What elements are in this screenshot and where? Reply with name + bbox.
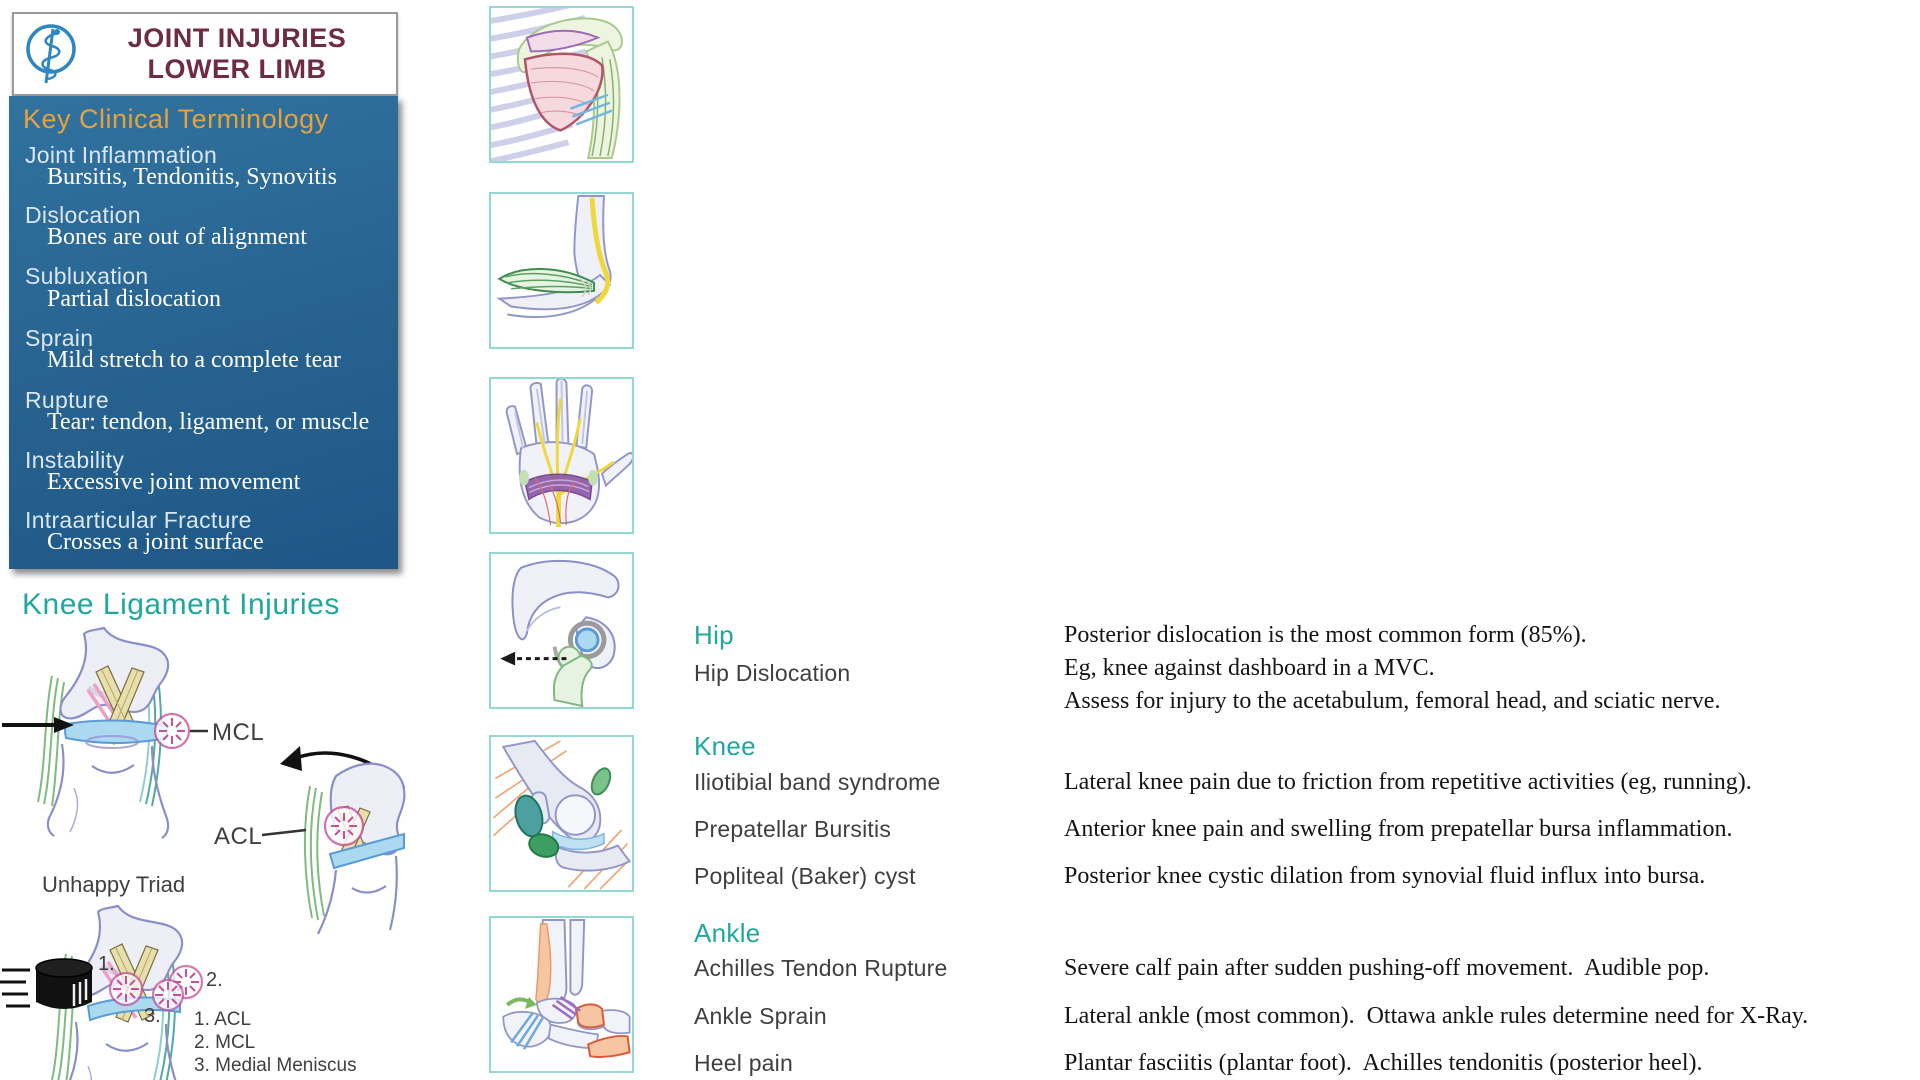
row-label-baker-cyst: Popliteal (Baker) cyst: [694, 863, 916, 889]
term: Intraarticular Fracture: [25, 507, 252, 533]
term-definition: Crosses a joint surface: [47, 529, 264, 555]
legend-line: 3. Medial Meniscus: [194, 1055, 357, 1076]
elbow-tendons-icon: [496, 194, 612, 318]
impact-puck: [35, 958, 93, 1009]
term-definition: Partial dislocation: [47, 286, 221, 312]
term: Rupture: [25, 387, 109, 413]
term-definition: Mild stretch to a complete tear: [47, 347, 341, 373]
shoulder-thumbnail: [489, 6, 634, 163]
dislocation-arrow: [500, 651, 516, 666]
asclepius-staff-logo-icon: [26, 24, 76, 84]
row-label-achilles: Achilles Tendon Rupture: [694, 955, 948, 981]
ankle-ligaments-icon: [502, 918, 631, 1058]
header: JOINT INJURIES LOWER LIMB: [12, 12, 398, 96]
key-terminology-panel: Key Clinical Terminology Joint Inflammat…: [9, 96, 398, 569]
hip-dislocation-icon: [500, 559, 620, 707]
acl-label: ACL: [214, 823, 262, 850]
knee-desc: Anterior knee pain and swelling from pre…: [1064, 816, 1733, 842]
term-definition: Tear: tendon, ligament, or muscle: [47, 409, 370, 435]
section-heading-hip: Hip: [694, 620, 734, 650]
valgus-force-arrow: [54, 717, 74, 733]
knee-desc: Lateral knee pain due to friction from r…: [1064, 769, 1752, 795]
hip-desc-line: Eg, knee against dashboard in a MVC.: [1064, 655, 1435, 681]
page-title: JOINT INJURIES LOWER LIMB: [78, 23, 396, 85]
knee-bursae-icon: [492, 739, 632, 890]
hip-thumbnail: [489, 552, 634, 709]
term-definition: Bones are out of alignment: [47, 224, 307, 250]
ankle-desc: Plantar fasciitis (plantar foot). Achill…: [1064, 1050, 1703, 1076]
hand-thumbnail: [489, 377, 634, 534]
row-label-hip-dislocation: Hip Dislocation: [694, 660, 851, 686]
row-label-sprain: Ankle Sprain: [694, 1003, 827, 1029]
term: Sprain: [25, 325, 94, 351]
knee-thumbnail: [489, 735, 634, 892]
page-title-line1: JOINT INJURIES: [127, 23, 347, 53]
row-label-heel-pain: Heel pain: [694, 1050, 793, 1076]
term: Joint Inflammation: [25, 142, 218, 168]
row-label-prepatellar: Prepatellar Bursitis: [694, 816, 892, 842]
mcl-label: MCL: [212, 719, 264, 746]
page-title-line2: LOWER LIMB: [147, 54, 327, 84]
triad-marker-3: 3.: [144, 1005, 161, 1027]
triad-marker-2: 2.: [206, 969, 223, 991]
terminology-heading: Key Clinical Terminology: [23, 104, 329, 134]
triad-marker-1: 1.: [98, 953, 115, 975]
term: Dislocation: [25, 202, 141, 228]
knee-ligament-heading: Knee Ligament Injuries: [22, 588, 340, 621]
section-heading-knee: Knee: [694, 731, 756, 761]
unhappy-triad-legend: 1. ACL 2. MCL 3. Medial Meniscus: [194, 1008, 357, 1077]
term-definition: Excessive joint movement: [47, 469, 301, 495]
unhappy-triad-label: Unhappy Triad: [42, 872, 186, 897]
speed-lines: [0, 968, 30, 1008]
term: Instability: [25, 447, 125, 473]
hip-desc-line: Posterior dislocation is the most common…: [1064, 622, 1587, 648]
hyperextension-arrow: [280, 746, 302, 771]
ankle-desc: Lateral ankle (most common). Ottawa ankl…: [1064, 1003, 1809, 1029]
ankle-thumbnail: [489, 916, 634, 1073]
elbow-thumbnail: [489, 192, 634, 349]
shoulder-muscles-icon: [491, 8, 623, 161]
section-heading-ankle: Ankle: [694, 918, 761, 948]
legend-line: 1. ACL: [194, 1009, 252, 1030]
ankle-desc: Severe calf pain after sudden pushing-of…: [1064, 955, 1710, 981]
term-definition: Bursitis, Tendonitis, Synovitis: [47, 164, 337, 190]
term: Subluxation: [25, 263, 149, 289]
knee-desc: Posterior knee cystic dilation from syno…: [1064, 863, 1706, 889]
knee-ligament-diagram: MCL ACL: [0, 618, 406, 1080]
legend-line: 2. MCL: [194, 1032, 256, 1053]
row-label-itb: Iliotibial band syndrome: [694, 769, 941, 795]
hand-nerves-icon: [505, 379, 632, 528]
hip-desc-line: Assess for injury to the acetabulum, fem…: [1064, 688, 1721, 714]
